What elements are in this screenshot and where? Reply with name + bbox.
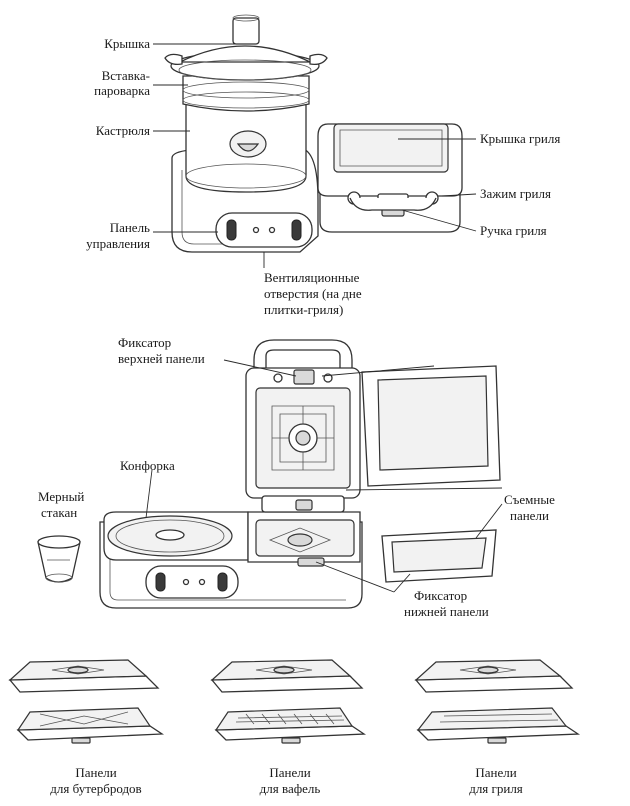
label-sandwich-line1: Панели (75, 765, 116, 780)
measuring-cup-illustration (37, 535, 81, 583)
label-lower-lock-line1: Фиксатор (414, 588, 467, 603)
label-steamer-line1: Вставка- (102, 68, 150, 83)
label-vent-line2: отверстия (на дне (264, 286, 362, 301)
label-upper-lock-line2: верхней панели (118, 351, 205, 366)
label-burner: Конфорка (120, 458, 175, 473)
grill-plates-illustration (414, 659, 581, 744)
label-grillp-line2: для гриля (469, 781, 523, 796)
label-panel-line2: управления (86, 236, 150, 251)
label-lower-lock-line2: нижней панели (404, 604, 489, 619)
sandwich-plates-illustration (8, 659, 165, 744)
label-cup-line1: Мерный (38, 489, 84, 504)
label-panel-line1: Панель (110, 220, 150, 235)
label-grillp-line1: Панели (475, 765, 516, 780)
label-steamer-line2: пароварка (94, 83, 150, 98)
label-sandwich-line2: для бутербродов (50, 781, 141, 796)
label-waffle-line1: Панели (269, 765, 310, 780)
label-vent-line3: плитки-гриля) (264, 302, 343, 317)
labels: Крышка Вставка- пароварка Кастрюля Панел… (38, 36, 560, 796)
cooker-opened-illustration (99, 339, 501, 609)
label-waffle-line2: для вафель (260, 781, 321, 796)
label-lid: Крышка (104, 36, 150, 51)
cooker-assembled-illustration (164, 14, 463, 253)
label-upper-lock-line1: Фиксатор (118, 335, 171, 350)
leader-lines-middle (145, 359, 503, 593)
label-pot: Кастрюля (96, 123, 150, 138)
label-grill-handle: Ручка гриля (480, 223, 547, 238)
label-vent-line1: Вентиляционные (264, 270, 360, 285)
label-grill-clamp: Зажим гриля (480, 186, 551, 201)
label-grill-lid: Крышка гриля (480, 131, 560, 146)
leader-lines-top (153, 43, 477, 268)
label-cup-line2: стакан (41, 505, 77, 520)
waffle-plates-illustration (210, 659, 367, 744)
label-removable-line2: панели (510, 508, 549, 523)
label-removable-line1: Съемные (504, 492, 555, 507)
